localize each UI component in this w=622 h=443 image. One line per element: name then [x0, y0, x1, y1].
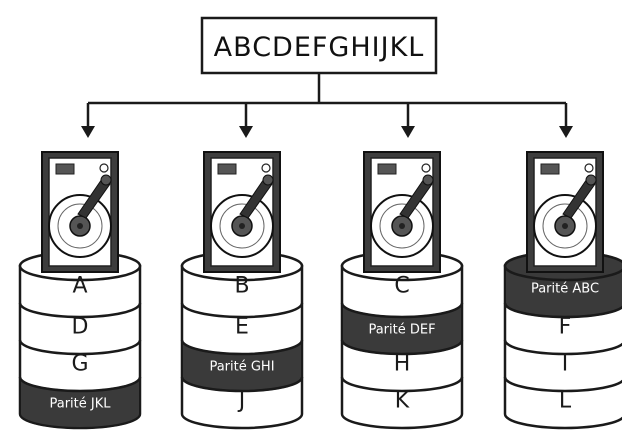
- block-label: H: [394, 352, 411, 377]
- block-label: K: [395, 389, 410, 414]
- block-label: G: [71, 352, 88, 377]
- block-label: C: [394, 274, 409, 299]
- segment-divider: [503, 339, 622, 356]
- block-label: A: [72, 274, 87, 299]
- disk-stack-4: Parité ABC FIL: [503, 151, 622, 430]
- segment-divider: [18, 302, 142, 319]
- block-label: D: [72, 315, 89, 340]
- title-text: ABCDEFGHIJKL: [214, 32, 425, 63]
- parity-label: Parité DEF: [368, 323, 435, 338]
- block-label: E: [235, 315, 249, 340]
- block-label: J: [237, 389, 246, 414]
- segment-divider: [340, 302, 464, 319]
- parity-label: Parité GHI: [209, 360, 274, 375]
- arrowheads: [81, 126, 573, 138]
- segment-divider: [180, 376, 304, 393]
- hard-drive-icon: [526, 151, 604, 273]
- segment-divider: [180, 339, 304, 356]
- hard-drive-icon: [203, 151, 281, 273]
- segment-divider: [18, 339, 142, 356]
- segment-divider: [180, 302, 304, 319]
- connector-lines: [86, 73, 568, 128]
- block-label: F: [559, 315, 572, 340]
- segment-divider: [340, 339, 464, 356]
- title-box: [200, 16, 438, 75]
- block-label: B: [234, 274, 249, 299]
- segment-divider: [340, 376, 464, 393]
- block-label: L: [559, 389, 572, 414]
- segment-divider: [18, 376, 142, 393]
- segment-divider: [503, 302, 622, 319]
- parity-label: Parité ABC: [531, 282, 599, 297]
- hard-drive-icon: [41, 151, 119, 273]
- disk-stack-1: ADG Parité JKL: [18, 151, 142, 430]
- segment-divider: [503, 376, 622, 393]
- disk-stack-3: C Parité DEF HK: [340, 151, 464, 430]
- hard-drive-icon: [363, 151, 441, 273]
- disk-stack-2: BE Parité GHI J: [180, 151, 304, 430]
- disk-stacks: ADG Parité JKL BE Parité GHI J C Parité DEF HK P…: [18, 151, 622, 430]
- block-label: I: [562, 352, 569, 377]
- parity-label: Parité JKL: [49, 397, 111, 412]
